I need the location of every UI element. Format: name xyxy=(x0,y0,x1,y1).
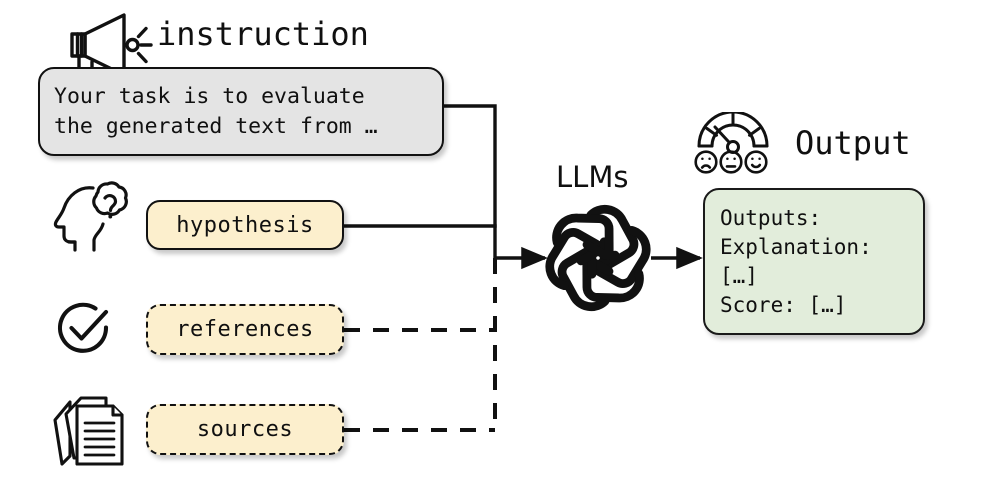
gauge-faces-icon xyxy=(694,112,769,174)
happy-face-icon xyxy=(744,150,768,174)
output-line-3: […] xyxy=(720,263,758,288)
wire-instruction xyxy=(442,104,497,260)
instruction-title: instruction xyxy=(157,15,369,53)
instruction-line-1: Your task is to evaluate xyxy=(54,83,365,109)
openai-knot-icon xyxy=(545,204,651,312)
references-chip[interactable]: references xyxy=(146,304,344,355)
instruction-text-box[interactable]: Your task is to evaluate the generated t… xyxy=(38,67,444,156)
output-line-2: Explanation: xyxy=(720,234,872,259)
output-title: Output xyxy=(795,124,911,162)
instruction-line-2: the generated text from … xyxy=(54,113,378,139)
sources-chip[interactable]: sources xyxy=(146,404,344,455)
sad-face-icon xyxy=(694,150,718,174)
references-label: references xyxy=(176,317,314,342)
check-circle-icon xyxy=(58,302,109,353)
hypothesis-label: hypothesis xyxy=(176,212,314,238)
head-thought-question-icon xyxy=(53,181,128,252)
sources-label: sources xyxy=(196,417,294,442)
output-text-box[interactable]: Outputs: Explanation: […] Score: […] xyxy=(703,188,925,335)
documents-stack-icon xyxy=(53,396,124,466)
neutral-face-icon xyxy=(719,150,743,174)
output-line-1: Outputs: xyxy=(720,205,822,230)
output-line-4: Score: […] xyxy=(720,292,847,317)
megaphone-icon xyxy=(70,13,153,84)
hypothesis-chip[interactable]: hypothesis xyxy=(146,200,344,250)
model-label: LLMs xyxy=(556,160,629,194)
